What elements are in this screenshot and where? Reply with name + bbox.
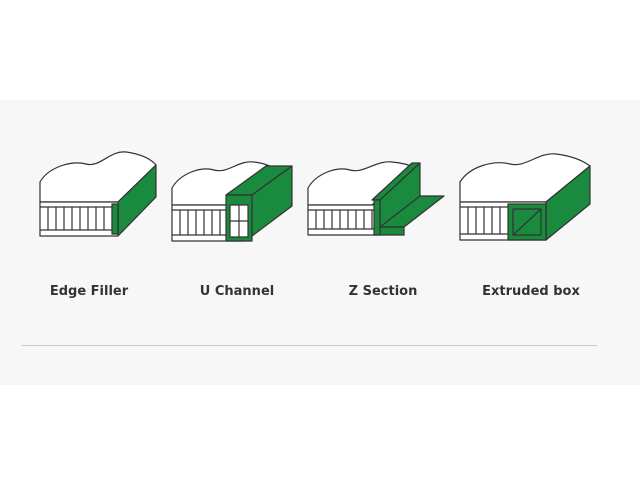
background-band: [0, 100, 640, 385]
z-section-panel-icon: [307, 161, 445, 236]
edge-filler-panel-icon: [39, 151, 157, 237]
label-edge-filler: Edge Filler: [49, 284, 129, 299]
extruded-box-panel-icon: [459, 153, 591, 241]
u-channel-panel-icon: [171, 161, 293, 242]
divider: [22, 345, 597, 346]
label-z-section: Z Section: [348, 284, 418, 299]
label-u-channel: U Channel: [199, 284, 275, 299]
label-extruded-box: Extruded box: [482, 284, 580, 299]
